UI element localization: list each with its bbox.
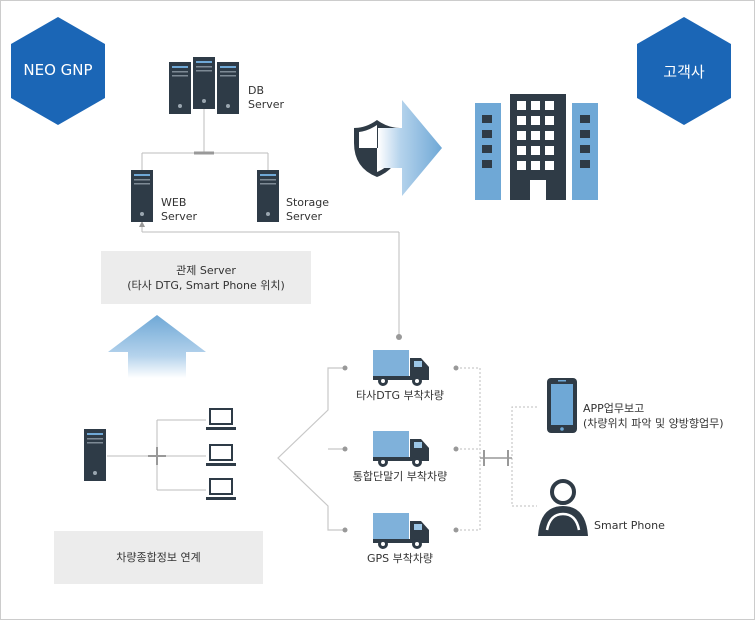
monitor-icon [206, 408, 236, 430]
user-icon [538, 479, 588, 536]
building-icon [475, 94, 598, 200]
smartphone-label: Smart Phone [594, 519, 665, 532]
phone-icon [547, 378, 577, 433]
up-arrow [108, 315, 206, 378]
web-server-icon [131, 170, 153, 222]
monitor-icon [206, 444, 236, 466]
connector-dot [342, 527, 348, 533]
storage-server-icon [257, 170, 279, 222]
control-server-box: 관제 Server (타사 DTG, Smart Phone 위치) [101, 251, 311, 304]
connector-arrow [139, 221, 145, 227]
control-server-subtitle: (타사 DTG, Smart Phone 위치) [127, 278, 285, 292]
connector-dot [453, 446, 459, 452]
web-server-label: WEB Server [161, 196, 198, 223]
vehicle-label-integrated: 통합단말기 부착차량 [352, 470, 448, 483]
network-connectors [107, 419, 206, 491]
integration-box: 차량종합정보 연계 [54, 531, 263, 584]
connector-dot [342, 446, 348, 452]
vehicle-label-dtg: 타사DTG 부착차량 [356, 389, 444, 402]
neo-gnp-hexagon [11, 17, 105, 125]
connector-dot [342, 365, 348, 371]
customer-hexagon [637, 17, 731, 125]
app-report-subtitle: (차량위치 파악 및 양방향업무) [583, 417, 724, 430]
app-report-title: APP업무보고 [583, 402, 645, 415]
db-server-label: DB Server [248, 84, 285, 111]
neo-gnp-label: NEO GNP [23, 61, 93, 79]
monitor-icon [206, 478, 236, 500]
truck-icon [373, 513, 429, 549]
vehicle-label-gps: GPS 부착차량 [366, 552, 434, 565]
right-arrow [378, 100, 442, 196]
connector-dot [396, 334, 402, 340]
db-server-icon [169, 57, 239, 114]
truck-icon [373, 350, 429, 386]
dotted-connectors [456, 367, 537, 531]
customer-label: 고객사 [663, 63, 705, 81]
connector-dot [453, 527, 459, 533]
connector-dot [453, 365, 459, 371]
truck-icon [373, 431, 429, 467]
integration-label: 차량종합정보 연계 [116, 551, 201, 564]
local-server-icon [84, 429, 106, 481]
control-server-title: 관제 Server [176, 263, 236, 277]
bracket-arrow [277, 367, 345, 531]
storage-server-label: Storage Server [286, 196, 330, 223]
